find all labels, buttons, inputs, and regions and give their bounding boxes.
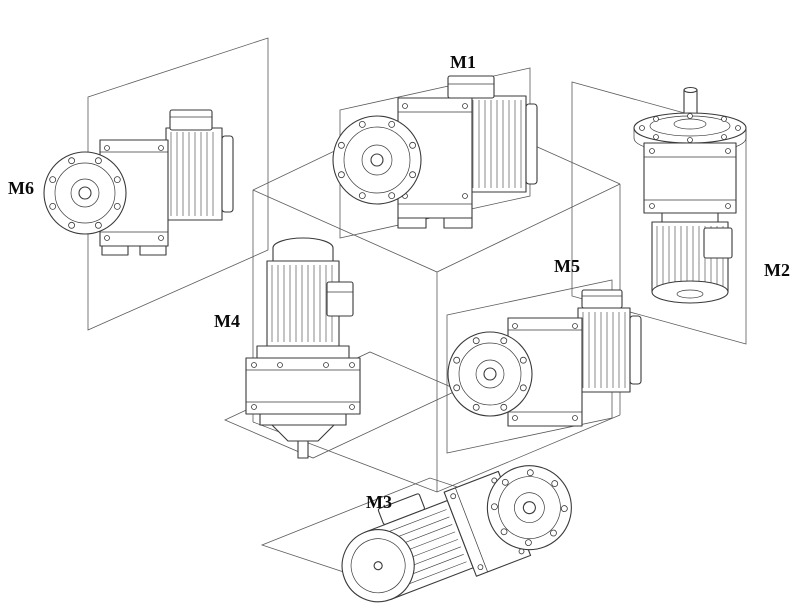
gearmotor-m5 [447,289,642,427]
flange-bolts [49,157,121,229]
motor-body [165,127,223,221]
gearbox-housing [643,142,737,214]
gearmotor-m6 [43,109,234,256]
fan-cover [272,237,334,262]
flange-bolts [337,121,417,200]
adapter-ring [256,345,350,359]
output-shaft [297,440,309,459]
gearbox-housing [245,357,361,415]
mounting-foot [101,245,129,256]
flange-bolts [453,337,527,411]
label-m4: M4 [214,311,240,331]
flange-ring [498,476,561,540]
terminal-box [326,281,354,317]
flange-hub [514,492,545,524]
label-m1: M1 [450,52,476,72]
flange-bolts [491,469,568,547]
fan-cover-hub [373,561,383,571]
flange-ring [343,126,411,194]
output-shaft [483,367,497,381]
fan-cover [221,135,234,213]
gearbox-bolts [649,148,731,209]
flange-ring [54,162,116,224]
projection-plane-m6 [87,37,269,331]
fan-cover-ring [350,538,406,594]
terminal-box [703,227,733,259]
gearbox-rib [455,487,488,573]
mounting-foot [397,217,427,229]
mounting-foot [443,217,473,229]
housing-taper [271,424,335,442]
label-m6: M6 [8,178,34,198]
flange-ring [458,342,522,406]
gearbox-bolts [104,145,164,241]
cooling-fins [472,100,522,188]
flange-bolts [639,113,741,143]
cooling-fins [371,509,467,591]
label-m2: M2 [764,260,790,280]
output-shaft [522,501,536,515]
bottom-flange [259,413,347,426]
gearbox-bolts [251,362,355,410]
flange-hub [70,178,100,208]
terminal-box [447,75,495,99]
motor-body [577,307,631,393]
gearmotor-m3 [341,465,572,603]
cooling-fins [271,265,333,342]
flange-hub [673,118,707,130]
gearmotor-m4 [245,237,361,459]
cooling-fins [582,312,626,388]
fan-cover [525,103,538,185]
output-shaft [370,153,384,167]
flange-hub [361,144,393,176]
gearmotor-m2 [633,86,747,304]
cooling-fins [170,132,214,216]
terminal-box [581,289,623,309]
gearbox-bolts [512,323,578,421]
fan-cover [629,315,642,385]
shaft-end [683,86,698,94]
gearmotor-m1 [332,75,538,229]
terminal-box [169,109,213,131]
fan-cover-hub [676,289,704,299]
flange-hub [475,359,505,389]
projection-plane-m5 [446,279,613,454]
label-m5: M5 [554,256,580,276]
gearbox-bolts [450,477,525,571]
fan-cover [651,280,729,304]
mounting-foot [139,245,167,256]
adapter-neck [661,212,719,223]
label-m3: M3 [366,492,392,512]
output-shaft [78,186,92,200]
